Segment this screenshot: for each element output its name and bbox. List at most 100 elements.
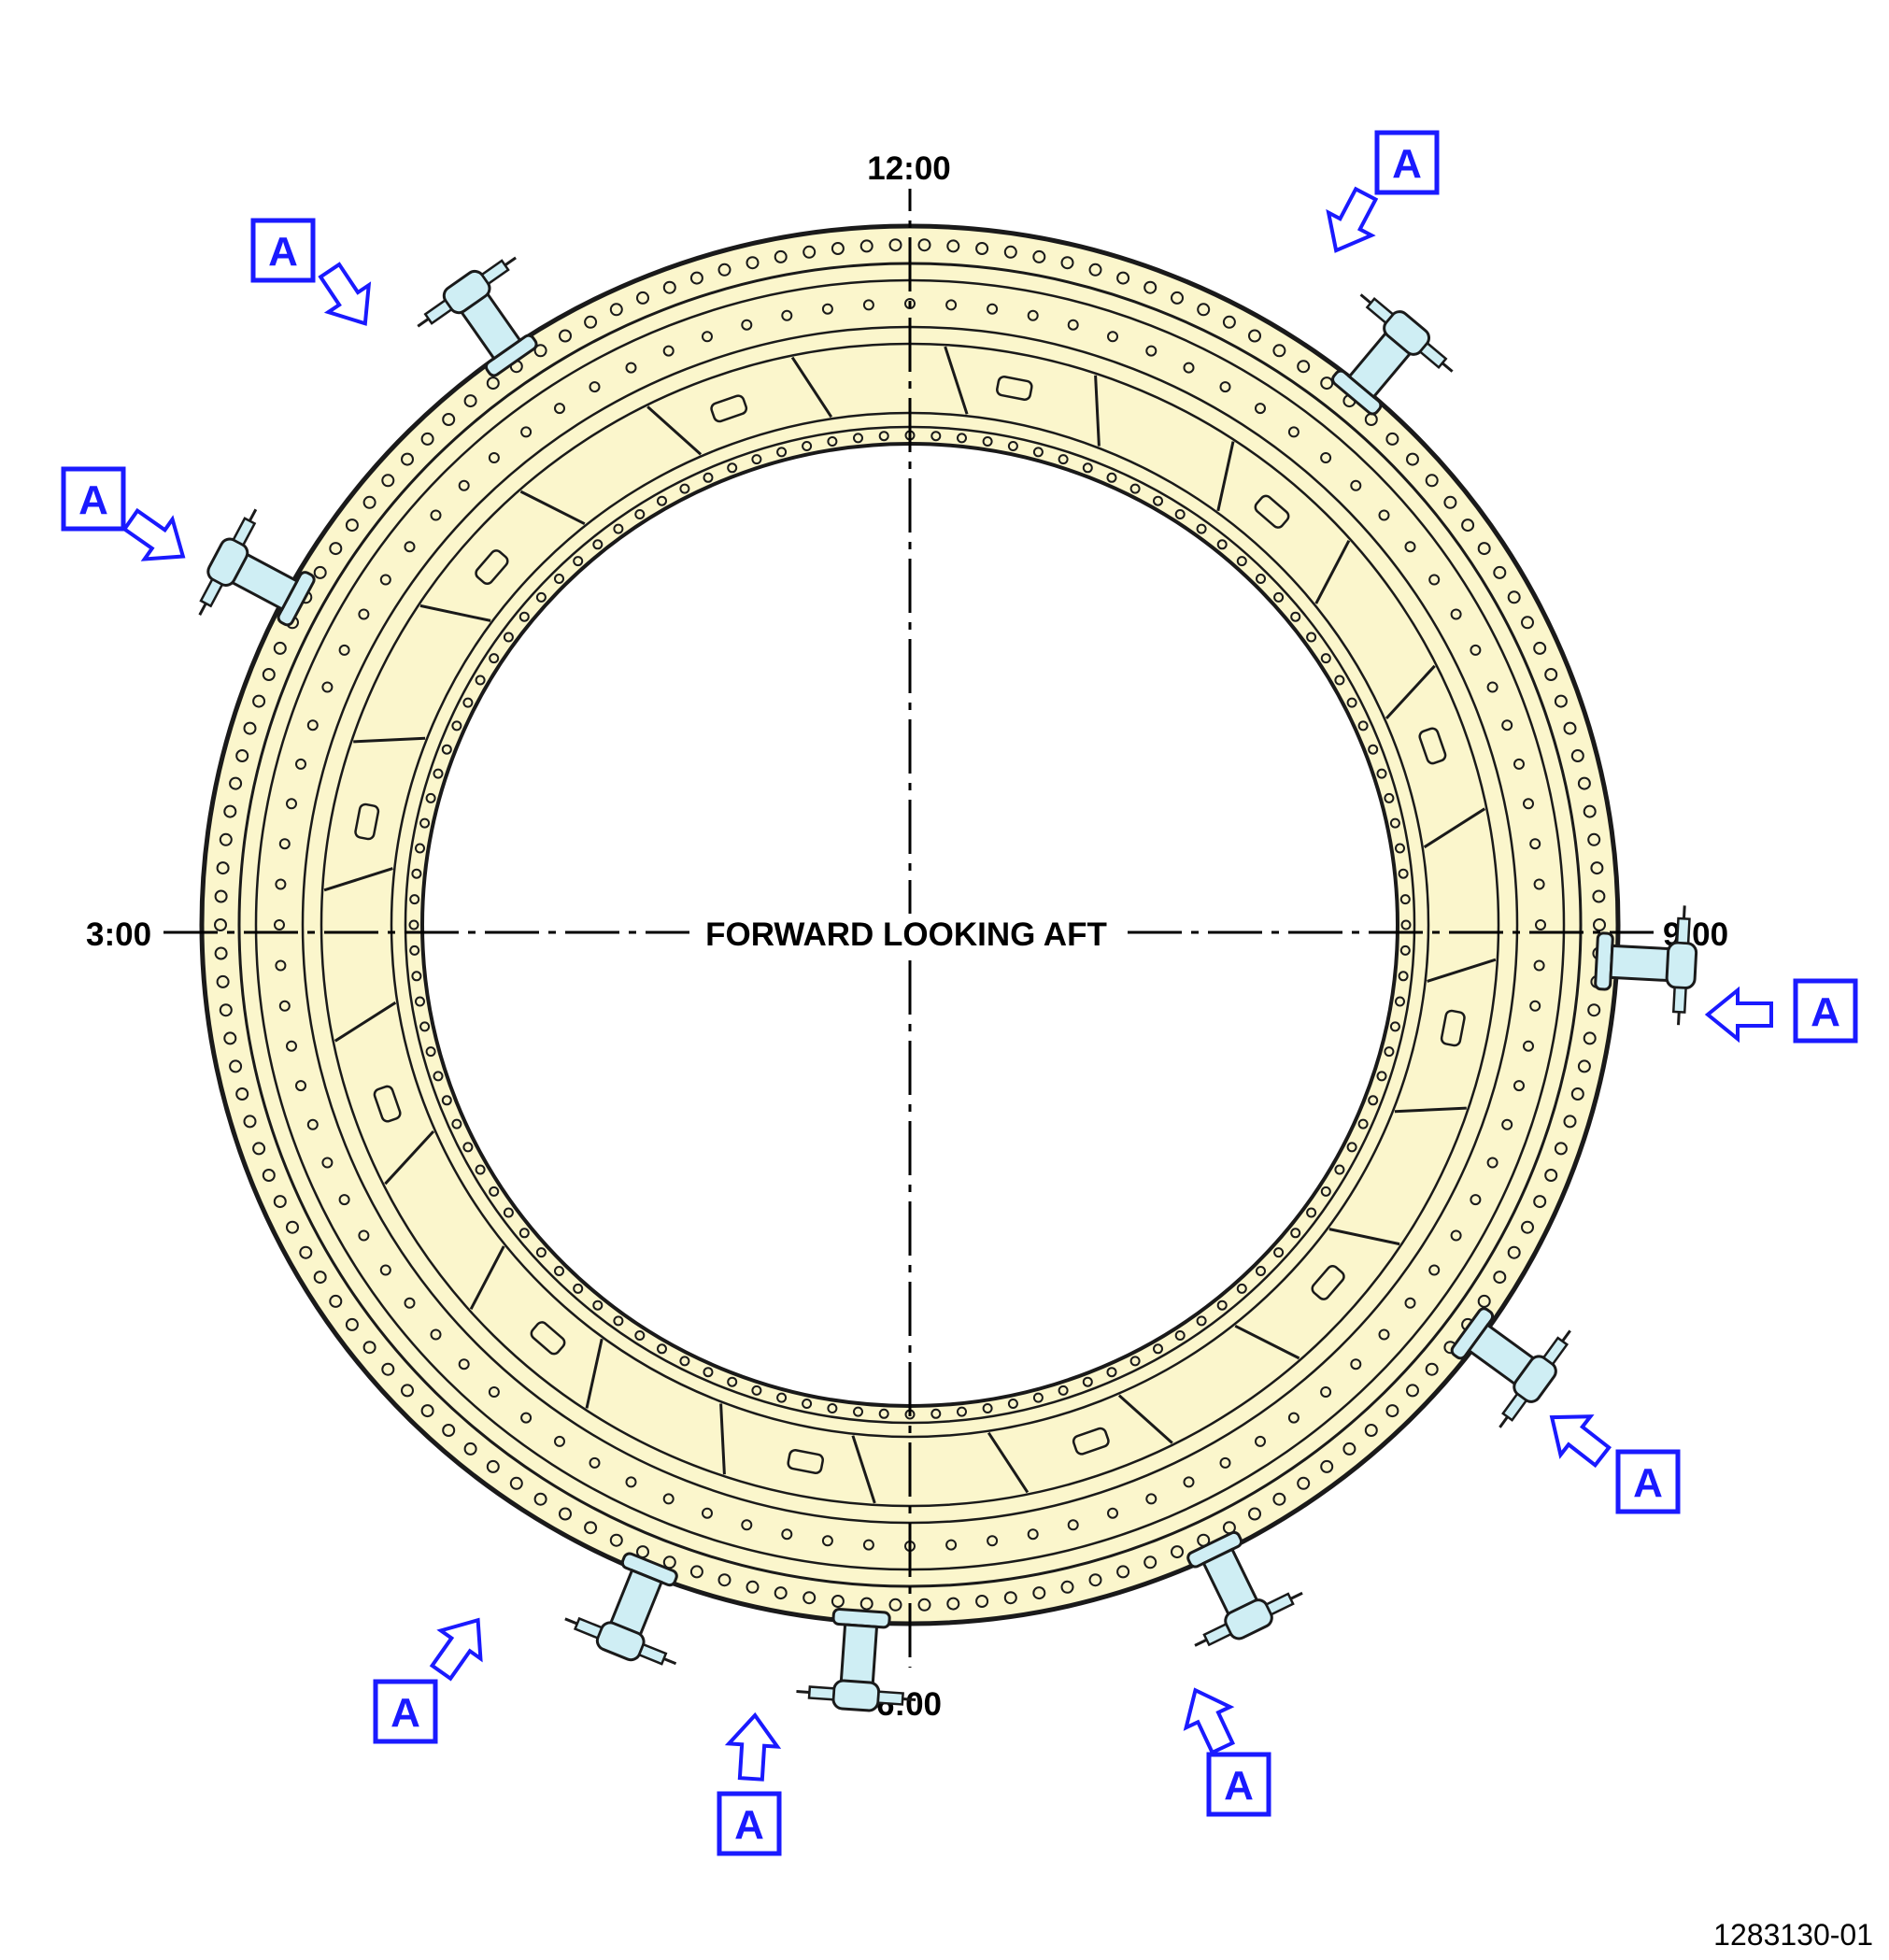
nozzle-tip [662,1657,677,1666]
inner-bolt-hole [411,868,422,879]
outer-bolt-hole [273,1195,287,1209]
inner-bolt-hole [776,1392,788,1403]
middle-bolt-hole [1067,1519,1079,1531]
inner-bolt-hole [1357,720,1369,731]
outer-bolt-hole [214,946,228,960]
center-label: FORWARD LOOKING AFT [705,916,1107,953]
inner-bolt-hole [1058,454,1069,465]
middle-bolt-hole [338,1194,350,1206]
outer-bolt-hole [1032,1586,1046,1600]
inner-bolt-hole [1058,1385,1069,1396]
outer-bolt-hole [1060,1580,1074,1594]
middle-bolt-hole [625,1476,637,1488]
outer-bolt-hole [584,1521,598,1535]
nozzle-fitting [637,1642,668,1666]
outer-bolt-hole [1297,1476,1311,1490]
outer-bolt-hole [1003,245,1017,259]
callout-box [250,218,316,283]
inner-bolt-hole [425,1046,436,1058]
middle-bolt-hole [520,1412,533,1424]
callout-arrow [724,1711,782,1782]
inner-bolt-hole [802,441,813,451]
inner-bolt-hole [1346,697,1357,708]
inner-bolt-hole [408,919,419,930]
outer-bolt-hole [1521,1220,1534,1234]
rib-bracket [373,1085,402,1123]
inner-bolt-hole [451,1118,462,1129]
inner-bolt-hole [1129,1356,1141,1367]
inner-bolt-hole [535,1247,547,1258]
middle-bolt-hole [1183,362,1195,374]
outer-bolt-hole [689,271,703,285]
middle-bolt-hole [1486,1157,1498,1169]
outer-bolt-hole [1364,413,1378,426]
middle-bolt-hole [781,1528,793,1541]
outer-bolt-hole [1592,889,1606,903]
inner-bolt-hole [475,675,486,686]
middle-bolt-hole [1107,1507,1118,1519]
outer-bolt-hole [442,1424,456,1437]
middle-bolt-hole [295,1080,306,1092]
ring-rib [384,1129,435,1186]
ring-rib [323,867,393,892]
middle-bolt-hole [554,1435,565,1447]
inner-bolt-hole [503,1207,514,1218]
label-12-background [861,144,959,189]
outer-bolt-hole [746,1580,760,1594]
middle-bolt-hole [358,608,370,620]
outer-bolt-hole [1143,1555,1158,1569]
inner-bolt-hole [613,1315,624,1327]
inner-bolt-hole [573,556,584,567]
outer-bolt-hole [1171,291,1184,305]
middle-bolt-hole [488,452,500,463]
middle-bolt-hole [1027,1528,1039,1541]
outer-bolt-hole [286,1220,299,1234]
middle-bolt-hole [1183,1476,1195,1488]
callout-arrow [318,262,372,326]
middle-bolt-hole [862,1539,874,1551]
outer-bolt-hole [243,721,257,735]
callout-a: A [717,1711,782,1856]
fuel-nozzle [564,1552,678,1666]
middle-bolt-hole [1255,403,1266,415]
outer-bolt-hole [401,452,414,466]
inner-bolt-hole [489,653,500,664]
callout-a: A [1326,130,1440,253]
middle-bolt-hole [458,479,470,491]
inner-bolt-hole [1306,632,1317,643]
inner-bolt-hole [1216,539,1228,550]
inner-bolt-hole [433,1071,444,1082]
nozzle-stem [839,1623,879,1686]
outer-bolt-hole [486,1459,500,1473]
inner-bolt-hole [1346,1142,1357,1153]
inner-bolt-hole [957,433,967,444]
middle-bolt-holes [274,298,1546,1552]
outer-bolt-hole [345,1317,359,1331]
inner-bolt-hole [1196,1315,1207,1327]
nozzle-tip [1682,905,1686,919]
callout-arrow [1326,186,1379,253]
ring-rib [585,1338,604,1409]
callout-a: A [250,218,372,326]
middle-bolt-hole [1219,381,1231,393]
inner-bolt-hole [634,1330,646,1341]
outer-bolt-hole [1507,590,1521,604]
ring-rib [719,1403,726,1475]
nozzle-tip [1289,1591,1303,1600]
outer-bolt-hole [946,1597,960,1611]
outer-bolt-hole [362,495,376,509]
outer-bolt-hole [1143,280,1158,294]
nozzle-tip [1359,293,1372,305]
inner-bolt-hole [679,1356,690,1367]
nozzle-fitting [876,1690,904,1706]
ring-rib [1394,1106,1467,1114]
inner-bolt-hole [433,768,444,779]
rib-bracket [1418,727,1447,765]
middle-bolt-hole [275,878,287,890]
middle-bolt-hole [1533,878,1545,890]
outer-bolt-hole [219,1003,233,1017]
inner-bolt-hole [425,792,436,803]
outer-bolt-hole [1088,263,1102,277]
outer-bolt-hole [313,1271,327,1285]
